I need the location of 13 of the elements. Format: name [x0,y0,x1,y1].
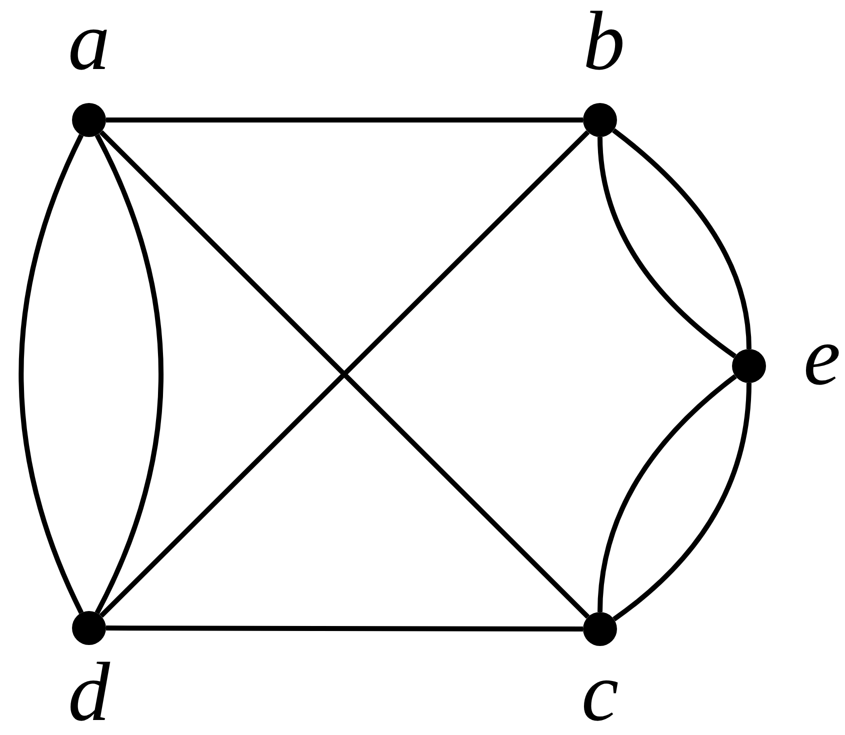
edge-line [18,134,84,614]
edge-line [106,118,583,122]
edge-line [94,134,164,614]
edge-line [612,382,752,622]
edge-line [598,374,737,612]
vertex-label: a [67,0,111,84]
edge-line [612,128,752,350]
vertex-label: c [580,651,620,735]
vertex-label: b [582,0,626,84]
edge-line [106,626,583,632]
edge-line [598,136,737,358]
vertex-label: d [67,651,112,735]
vertex-label: e [802,315,842,399]
